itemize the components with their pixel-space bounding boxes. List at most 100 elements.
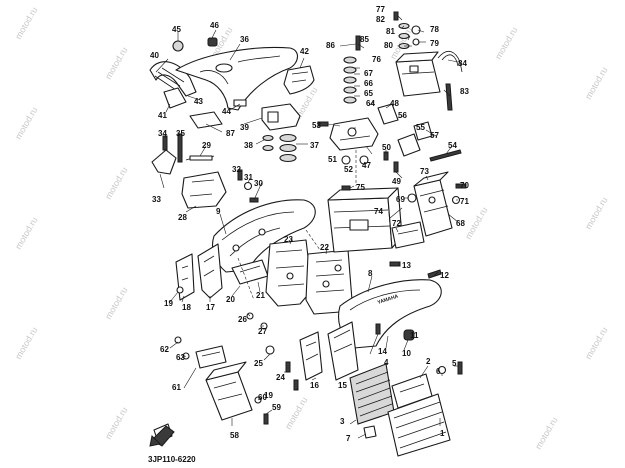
callout-19: 19 (164, 299, 173, 308)
callout-35: 35 (176, 129, 185, 138)
callout-41: 41 (158, 111, 167, 120)
side-cover-9-part (211, 199, 316, 273)
callout-5: 5 (452, 359, 457, 368)
watermark: motod.ru (13, 215, 39, 251)
callout-65: 65 (364, 89, 373, 98)
callout-25: 25 (254, 359, 263, 368)
callout-70: 70 (460, 181, 469, 190)
callout-60: 60 (258, 393, 267, 402)
bracket-68-73-part (413, 171, 453, 237)
bracket-39-part (261, 103, 301, 131)
callout-66: 66 (364, 79, 373, 88)
callout-61: 61 (172, 383, 181, 392)
callout-6: 6 (436, 367, 441, 376)
callout-83: 83 (460, 87, 469, 96)
callout-29: 29 (202, 141, 211, 150)
watermark: motod.ru (583, 325, 609, 361)
callout-72: 72 (392, 219, 401, 228)
callout-68: 68 (456, 219, 465, 228)
callout-34: 34 (158, 129, 167, 138)
battery-box-74-part (327, 187, 403, 253)
callout-62: 62 (160, 345, 169, 354)
callout-31: 31 (244, 173, 253, 182)
drawing-code: 3JP110-6220 (148, 455, 196, 464)
callout-87: 87 (226, 129, 235, 138)
callout-80: 80 (384, 41, 393, 50)
callout-74: 74 (374, 207, 383, 216)
watermark: motod.ru (103, 45, 129, 81)
callout-17: 17 (206, 303, 215, 312)
clip-parts-33-35 (151, 133, 215, 175)
callout-64: 64 (366, 99, 375, 108)
callout-9: 9 (216, 207, 221, 216)
callout-59: 59 (272, 403, 281, 412)
callout-15: 15 (338, 381, 347, 390)
small-bracket-55-57 (377, 103, 433, 157)
callout-49: 49 (392, 177, 401, 186)
grille-4-part (349, 363, 395, 425)
callout-86: 86 (326, 41, 335, 50)
callout-57: 57 (430, 131, 439, 140)
watermark: motod.ru (13, 105, 39, 141)
callout-48: 48 (390, 99, 399, 108)
callout-22: 22 (320, 243, 329, 252)
panel-17-part (197, 243, 223, 299)
callout-63: 63 (176, 353, 185, 362)
callout-18: 18 (182, 303, 191, 312)
grommet-stack-37 (262, 133, 297, 163)
callout-77: 77 (376, 5, 385, 14)
callout-40: 40 (150, 51, 159, 60)
callout-23: 23 (284, 235, 293, 244)
callout-3: 3 (340, 417, 345, 426)
callout-11: 11 (410, 331, 419, 340)
callout-labels: 1 2 3 4 5 6 7 8 9 10 11 12 13 14 15 16 1… (150, 5, 469, 443)
callout-16: 16 (310, 381, 319, 390)
callout-26: 26 (238, 315, 247, 324)
callout-50: 50 (382, 143, 391, 152)
callout-75: 75 (356, 183, 365, 192)
panel-16-part (299, 331, 323, 381)
panel-23-part (265, 239, 313, 307)
bracket-42-part (283, 65, 315, 95)
callout-19: 19 (264, 391, 273, 400)
callout-76: 76 (372, 55, 381, 64)
bracket-47-part (329, 117, 379, 151)
callout-58: 58 (230, 431, 239, 440)
callout-79: 79 (430, 39, 439, 48)
callout-78: 78 (430, 25, 439, 34)
callout-67: 67 (364, 69, 373, 78)
callout-10: 10 (402, 349, 411, 358)
callout-47: 47 (362, 161, 371, 170)
callout-43: 43 (194, 97, 203, 106)
callout-81: 81 (386, 27, 395, 36)
callout-13: 13 (402, 261, 411, 270)
emblem-2-part (391, 373, 433, 409)
callout-51: 51 (328, 155, 337, 164)
callout-30: 30 (254, 179, 263, 188)
watermark: motod.ru (103, 285, 129, 321)
bracket-28-part (181, 171, 227, 209)
callout-39: 39 (240, 123, 249, 132)
watermark: motod.ru (463, 205, 489, 241)
callout-8: 8 (368, 269, 373, 278)
watermark: motod.ru (583, 65, 609, 101)
callout-38: 38 (244, 141, 253, 150)
callout-37: 37 (310, 141, 319, 150)
callout-2: 2 (426, 357, 431, 366)
callout-82: 82 (376, 15, 385, 24)
callout-55: 55 (416, 123, 425, 132)
callout-73: 73 (420, 167, 429, 176)
callout-69: 69 (396, 195, 405, 204)
reservoir-76-part (395, 51, 441, 97)
callout-1: 1 (440, 429, 445, 438)
callout-42: 42 (300, 47, 309, 56)
callout-54: 54 (448, 141, 457, 150)
cover-36-part (175, 46, 299, 111)
callout-24: 24 (276, 373, 285, 382)
callout-44: 44 (222, 107, 231, 116)
callout-56: 56 (398, 111, 407, 120)
callout-36: 36 (240, 35, 249, 44)
grab-handle-part (149, 61, 197, 97)
callout-33: 33 (152, 195, 161, 204)
